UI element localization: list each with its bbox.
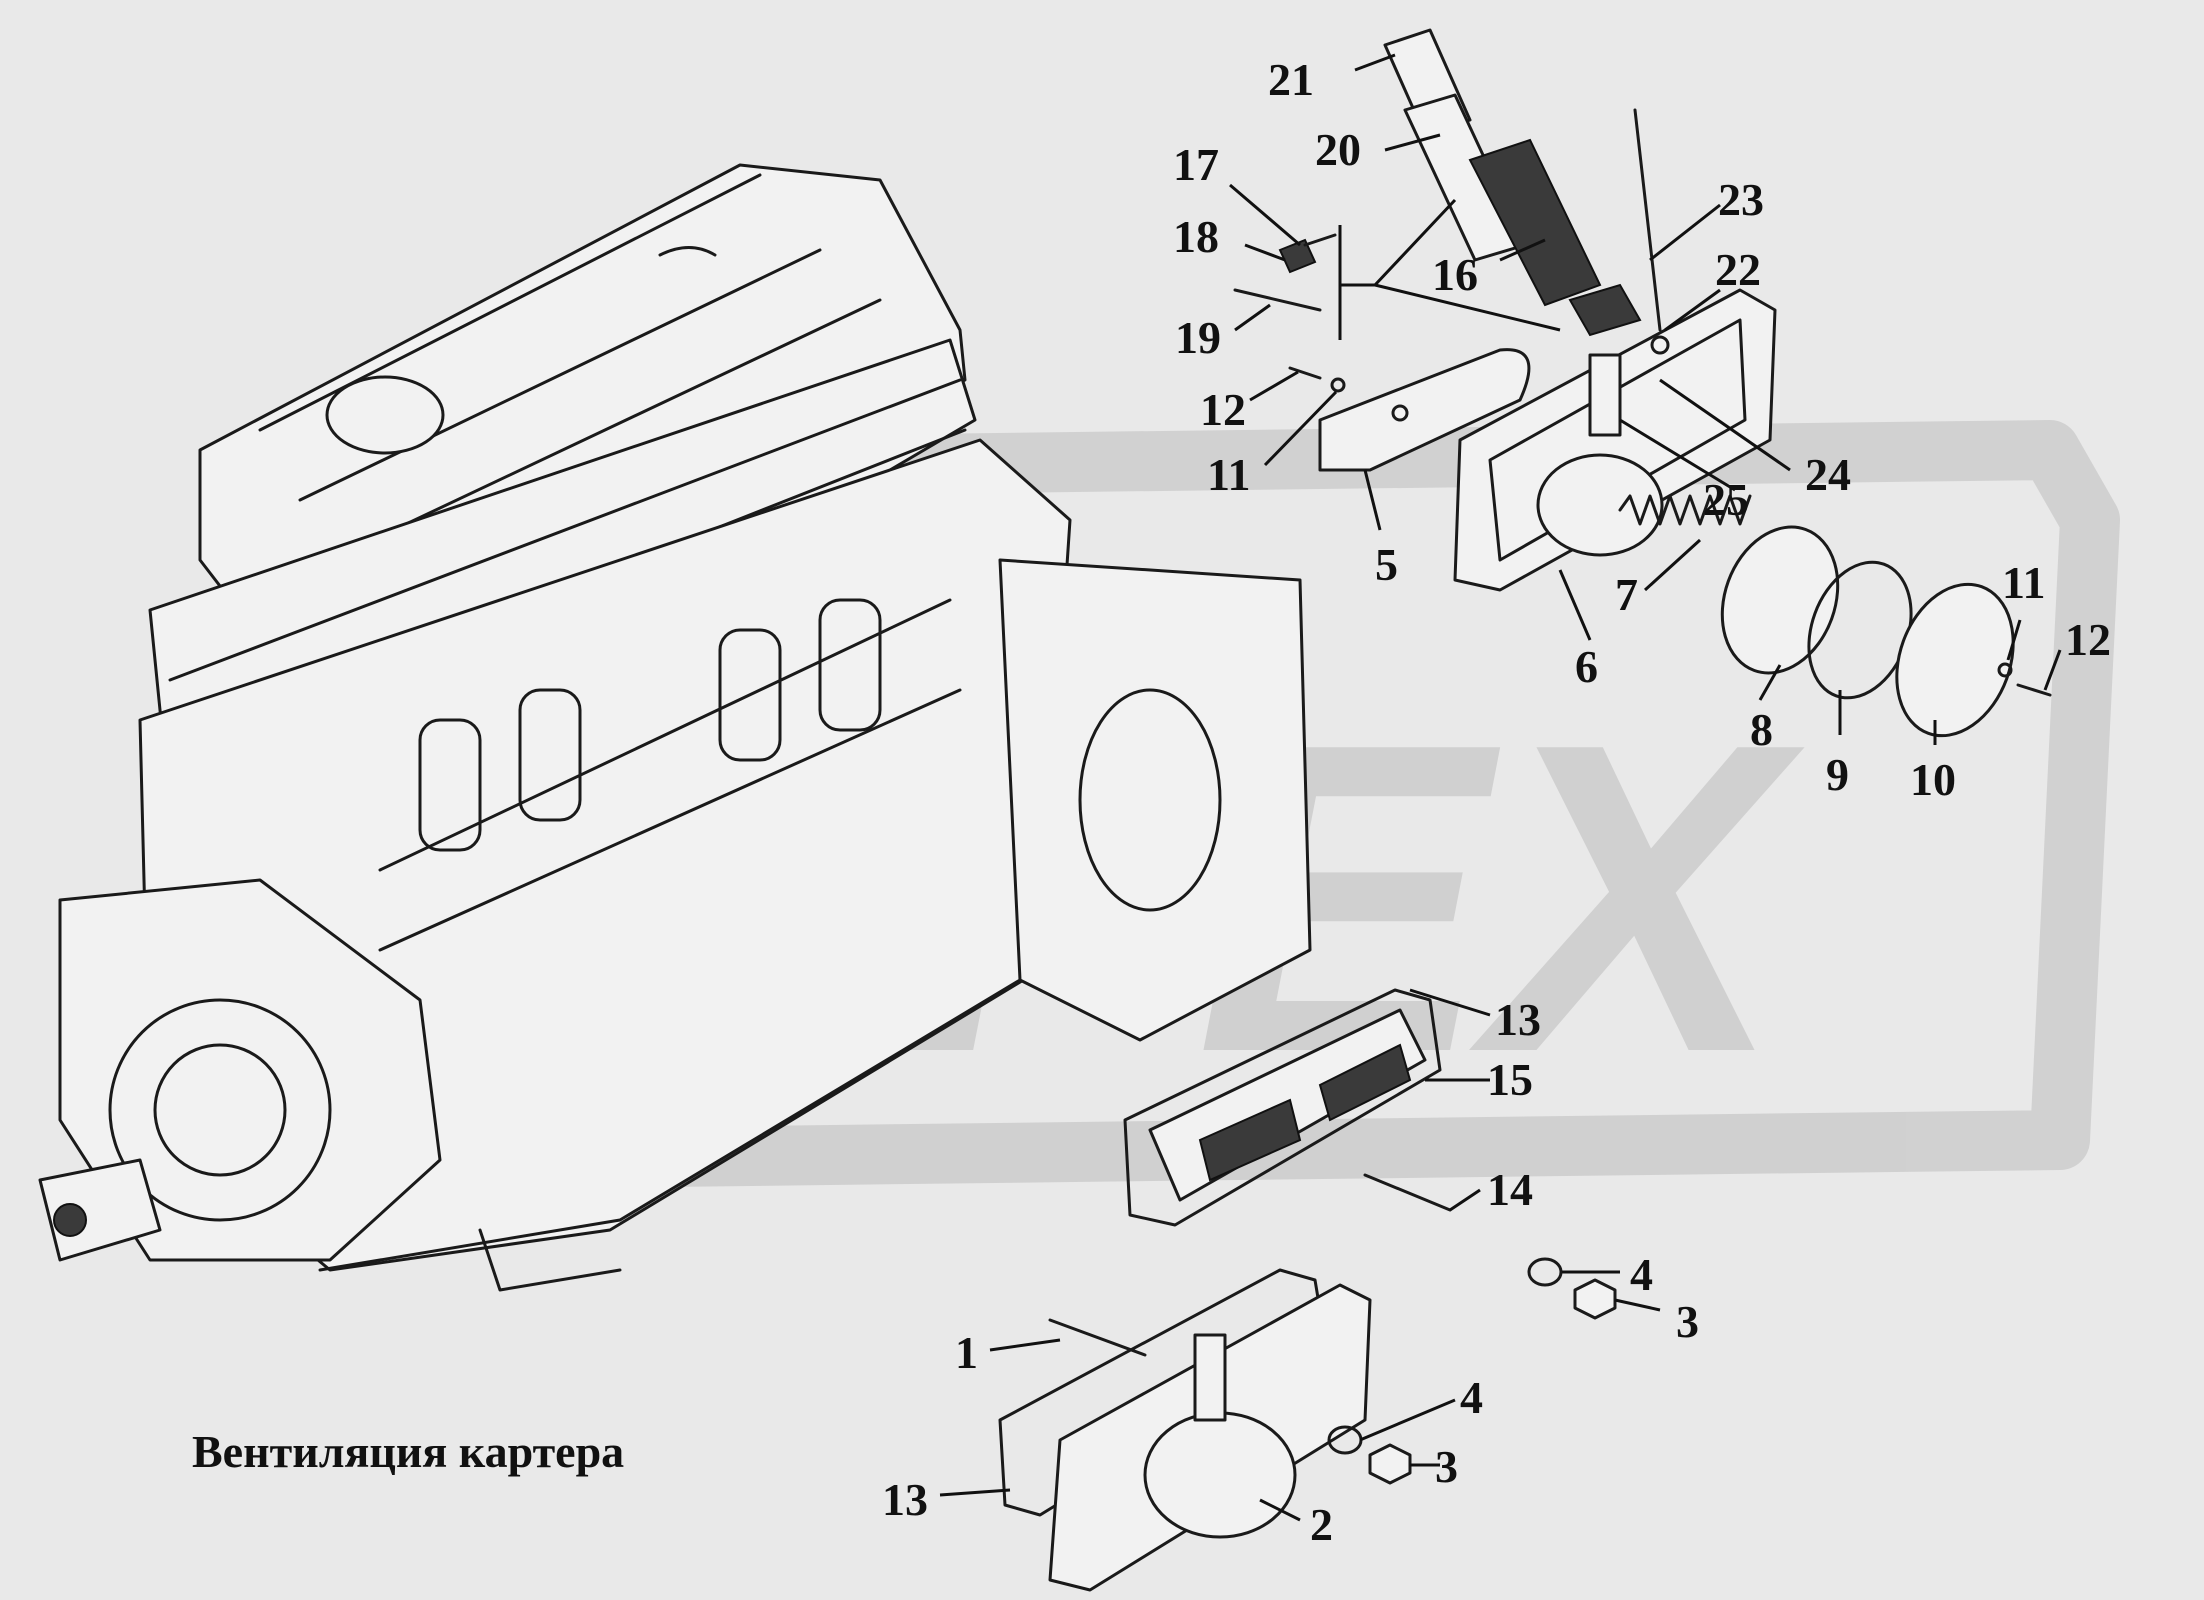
- callout-10: 10: [1910, 754, 1956, 805]
- callout-24: 24: [1805, 449, 1851, 500]
- callout-3-upper: 3: [1676, 1296, 1699, 1347]
- callout-19: 19: [1175, 312, 1221, 363]
- manifold-ports: [378, 598, 962, 952]
- part-7-spring: [1618, 494, 1752, 526]
- callout-12-right: 12: [2065, 614, 2111, 665]
- callout-22: 22: [1715, 244, 1761, 295]
- part-1-stud: [1048, 1318, 1147, 1357]
- part-6-flange: [1536, 453, 1664, 557]
- callout-4-lower: 4: [1460, 1372, 1483, 1423]
- callout-2: 2: [1310, 1499, 1333, 1550]
- callout-18: 18: [1173, 211, 1219, 262]
- callout-11-top: 11: [1207, 449, 1250, 500]
- callout-13-lower: 13: [882, 1474, 928, 1525]
- part-3-nut-upper: [1573, 1278, 1617, 1320]
- callout-17: 17: [1173, 139, 1219, 190]
- part-5-plate: [1318, 348, 1531, 472]
- lower-breather-assembly: [998, 988, 1617, 1592]
- callout-8: 8: [1750, 704, 1773, 755]
- part-22-seal: [1650, 335, 1670, 355]
- part-13-gasket-upper: [1123, 988, 1442, 1227]
- part-19-pin: [1233, 288, 1322, 312]
- callout-12-top: 12: [1200, 384, 1246, 435]
- callout-16: 16: [1432, 249, 1478, 300]
- callout-13-upper: 13: [1495, 994, 1541, 1045]
- callout-5: 5: [1375, 539, 1398, 590]
- part-17-screw: [1303, 233, 1337, 247]
- part-2-breather-cap: [1143, 1411, 1297, 1539]
- part-23-dipstick: [1633, 108, 1662, 332]
- part-2-nipple: [1193, 1333, 1227, 1422]
- callout-15: 15: [1487, 1054, 1533, 1105]
- part-10-cover: [1895, 582, 2015, 738]
- callout-20: 20: [1315, 124, 1361, 175]
- oil-filler-cap: [325, 375, 445, 455]
- callout-labels: 21 20 17 18 16 19 12 11 5 23 22 24 25 7 …: [882, 54, 2111, 1550]
- diagram-caption: Вентиляция картера: [192, 1426, 624, 1477]
- part-12-bolt-right: [2016, 683, 2052, 697]
- part-16-hose: [1468, 138, 1602, 307]
- engine-assembly: [38, 163, 1312, 1292]
- part-14-stud: [1363, 1173, 1452, 1212]
- part-6-cover: [1453, 288, 1777, 592]
- part-3-nut-lower: [1368, 1443, 1412, 1485]
- callout-6: 6: [1575, 641, 1598, 692]
- part-25-nipple: [1588, 353, 1622, 437]
- callout-3-lower: 3: [1435, 1441, 1458, 1492]
- callout-7: 7: [1615, 569, 1638, 620]
- upper-breather-assembly: [1233, 28, 2052, 738]
- part-4-washer-upper: [1527, 1257, 1563, 1287]
- part-11-washer: [1330, 377, 1346, 393]
- callout-1: 1: [955, 1327, 978, 1378]
- part-12-bolt: [1288, 366, 1322, 380]
- callout-11-right: 11: [2002, 557, 2045, 608]
- part-11-washer-right: [1997, 662, 2013, 678]
- part-16-clamp: [1568, 283, 1642, 337]
- callout-4-upper: 4: [1630, 1249, 1653, 1300]
- pulley: [108, 998, 332, 1222]
- callout-9: 9: [1826, 749, 1849, 800]
- callout-25: 25: [1703, 474, 1749, 525]
- callout-21: 21: [1268, 54, 1314, 105]
- side-cover-mount: [998, 558, 1312, 1042]
- leader-lines: [939, 53, 2062, 1522]
- callout-14: 14: [1487, 1164, 1533, 1215]
- callout-23: 23: [1718, 174, 1764, 225]
